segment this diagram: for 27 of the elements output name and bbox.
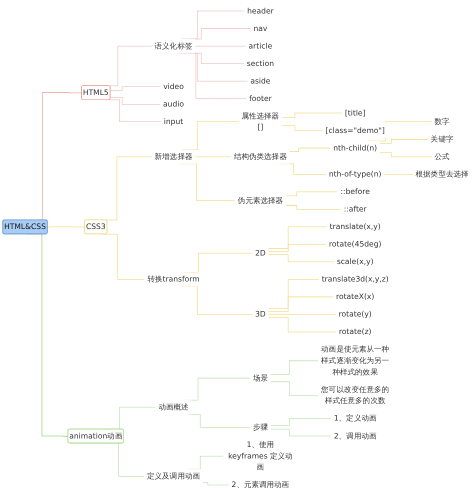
connector	[110, 96, 161, 105]
connector	[286, 205, 342, 210]
connector	[270, 360, 318, 375]
connector	[282, 112, 342, 118]
connector	[380, 152, 432, 158]
connector	[270, 418, 332, 426]
connector	[189, 28, 251, 40]
connector	[268, 279, 320, 309]
connector	[268, 254, 334, 262]
connector	[110, 86, 161, 91]
connector	[47, 226, 86, 228]
connector	[268, 226, 328, 249]
connector	[282, 126, 324, 131]
connector	[268, 296, 334, 312]
connector	[268, 244, 326, 252]
connector	[181, 10, 245, 40]
connector	[194, 156, 232, 158]
connector	[380, 139, 428, 144]
connector	[268, 317, 336, 332]
connector	[268, 314, 336, 315]
connector	[384, 174, 414, 175]
connector	[270, 382, 318, 396]
connector	[181, 286, 253, 315]
connector	[286, 192, 338, 196]
connector	[289, 148, 331, 152]
connector	[270, 428, 332, 436]
connector	[202, 482, 230, 486]
